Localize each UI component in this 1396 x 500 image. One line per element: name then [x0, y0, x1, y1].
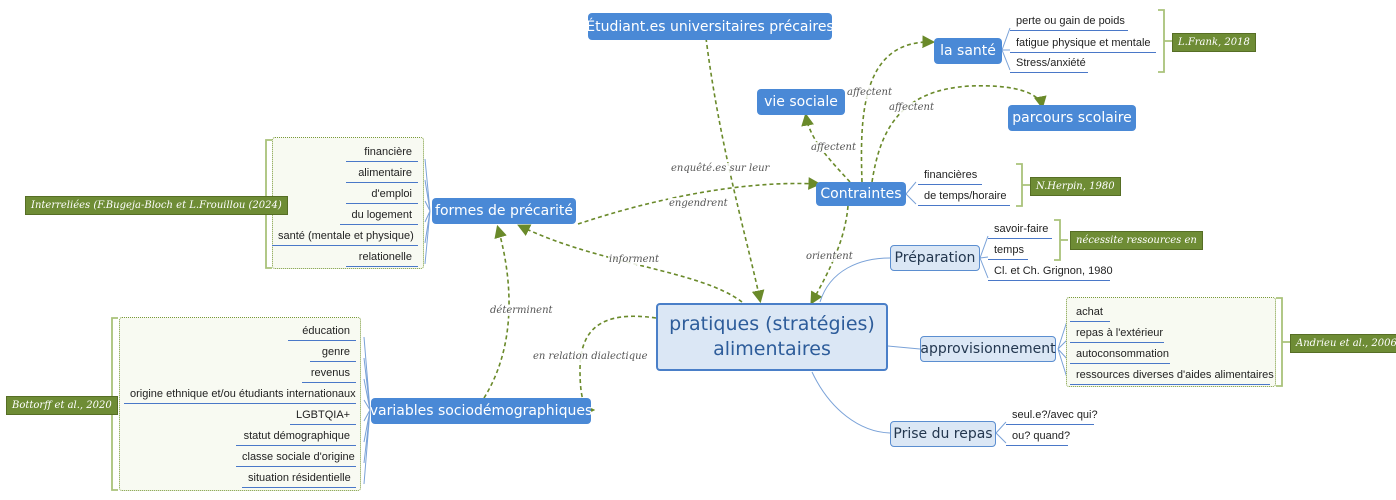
- leaf-sante-0: perte ou gain de poids: [1010, 14, 1128, 31]
- cite-formes: Interreliées (F.Bugeja-Bloch et L.Frouil…: [25, 196, 288, 215]
- cite-approvisionnement: Andrieu et al., 2006: [1290, 334, 1396, 353]
- cite-preparation: nécessite ressources en: [1070, 231, 1203, 250]
- leaf-formes-1: alimentaire: [346, 166, 418, 183]
- cite-contraintes: N.Herpin, 1980: [1030, 177, 1121, 196]
- leaf-variables-1: genre: [310, 345, 356, 362]
- leaf-formes-2: d'emploi: [346, 187, 418, 204]
- leaf-variables-7: situation résidentielle: [242, 471, 356, 488]
- label-dialectique: en relation dialectique: [532, 351, 649, 362]
- sante-node[interactable]: la santé: [934, 38, 1002, 64]
- leaf-variables-6: classe sociale d'origine: [236, 450, 356, 467]
- label-affectent-sante: affectent: [846, 87, 893, 98]
- variables-node[interactable]: variables sociodémographiques: [370, 398, 592, 424]
- leaf-contraintes-1: de temps/horaire: [918, 189, 1010, 206]
- parcours-node[interactable]: parcours scolaire: [1008, 105, 1136, 131]
- edge-enquetes: [705, 37, 765, 304]
- edge-approvisionnement: [887, 345, 921, 350]
- label-engendrent: engendrent: [668, 198, 729, 209]
- leaf-variables-2: revenus: [302, 366, 356, 383]
- leaf-formes-3: du logement: [340, 208, 418, 225]
- variables-group: [119, 317, 361, 491]
- edge-determinent: [483, 224, 510, 399]
- prise-node[interactable]: Prise du repas: [890, 421, 996, 447]
- leaf-contraintes-0: financières: [918, 168, 982, 185]
- edge-dialectique: [579, 315, 657, 417]
- contraintes-node[interactable]: Contraintes: [816, 182, 906, 206]
- edge-preparation: [819, 257, 891, 303]
- leaf-appro-0: achat: [1070, 305, 1110, 322]
- leaf-preparation-1: temps: [988, 243, 1028, 260]
- approvisionnement-node[interactable]: approvisionnement: [920, 336, 1056, 362]
- leaf-variables-3: origine ethnique et/ou étudiants interna…: [124, 387, 356, 404]
- leaf-sante-1: fatigue physique et mentale: [1010, 36, 1156, 53]
- label-orientent: orientent: [805, 251, 854, 262]
- leaf-appro-1: repas à l'extérieur: [1070, 326, 1164, 343]
- leaf-variables-4: LGBTQIA+: [290, 408, 356, 425]
- formes-node[interactable]: formes de précarité: [432, 198, 576, 224]
- leaf-prise-0: seul.e?/avec qui?: [1006, 408, 1098, 425]
- vie-sociale-node[interactable]: vie sociale: [757, 89, 845, 115]
- preparation-node[interactable]: Préparation: [890, 245, 980, 271]
- label-affectent-parcours: affectent: [888, 102, 935, 113]
- leaf-sante-2: Stress/anxiété: [1010, 56, 1088, 73]
- leaf-formes-4: santé (mentale et physique): [272, 229, 418, 246]
- leaf-appro-3: ressources diverses d'aides alimentaires: [1070, 368, 1274, 385]
- leaf-preparation-0: savoir-faire: [988, 222, 1052, 239]
- label-affectent-vie: affectent: [810, 142, 857, 153]
- label-enquetes: enquêté.es sur leur: [670, 163, 771, 174]
- students-node[interactable]: Étudiant.es universitaires précaires: [586, 13, 834, 40]
- cite-sante: L.Frank, 2018: [1172, 33, 1256, 52]
- label-determinent: déterminent: [489, 305, 554, 316]
- cite-variables: Bottorff et al., 2020: [6, 396, 118, 415]
- central-node[interactable]: pratiques (stratégies) alimentaires: [656, 303, 888, 371]
- leaf-variables-0: éducation: [288, 324, 356, 341]
- leaf-formes-0: financière: [346, 145, 418, 162]
- leaf-prise-1: ou? quand?: [1006, 429, 1070, 446]
- leaf-appro-2: autoconsommation: [1070, 347, 1170, 364]
- leaf-variables-5: statut démographique: [236, 429, 356, 446]
- leaf-preparation-2: Cl. et Ch. Grignon, 1980: [988, 264, 1113, 281]
- edge-informent: [517, 224, 743, 303]
- edge-prise: [811, 371, 891, 434]
- label-informent: informent: [608, 254, 660, 265]
- edge-engendrent: [577, 177, 822, 225]
- leaf-formes-5: relationelle: [346, 250, 418, 267]
- central-label: pratiques (stratégies) alimentaires: [669, 313, 875, 360]
